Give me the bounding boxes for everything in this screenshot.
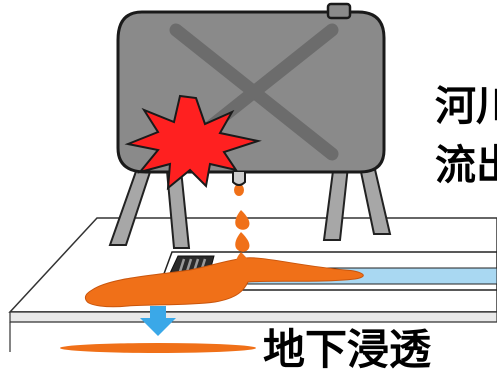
underground-oil-puddle <box>60 343 256 353</box>
underground-seepage-label: 地下浸透 <box>263 329 431 371</box>
river-outflow-label-line1: 河川 <box>435 86 497 127</box>
river-outflow-label-line2: 流出 <box>435 145 497 186</box>
